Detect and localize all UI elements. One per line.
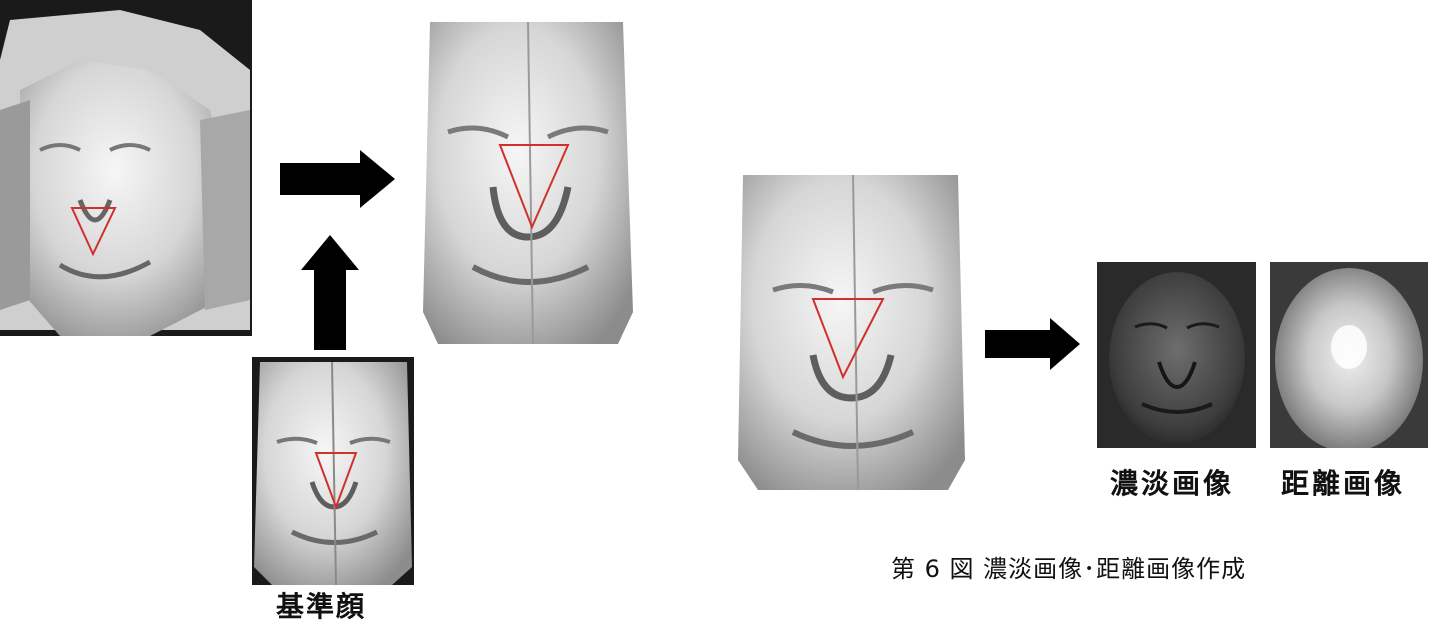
base-face-label: 基準顔 (276, 590, 367, 623)
grayscale-image (1097, 262, 1256, 448)
range-image-label: 距離画像 (1281, 467, 1406, 500)
right-arrow-icon (280, 150, 395, 208)
range-image (1270, 262, 1428, 448)
grayscale-image-label: 濃淡画像 (1110, 467, 1235, 500)
base-face-image (252, 357, 414, 585)
aligned-head-image-2 (733, 170, 969, 490)
source-head-image (0, 0, 252, 336)
aligned-head-image (418, 12, 640, 344)
right-arrow-icon-2 (985, 318, 1080, 370)
figure-caption: 第 6 図 濃淡画像･距離画像作成 (891, 555, 1247, 583)
up-arrow-icon (301, 235, 359, 350)
